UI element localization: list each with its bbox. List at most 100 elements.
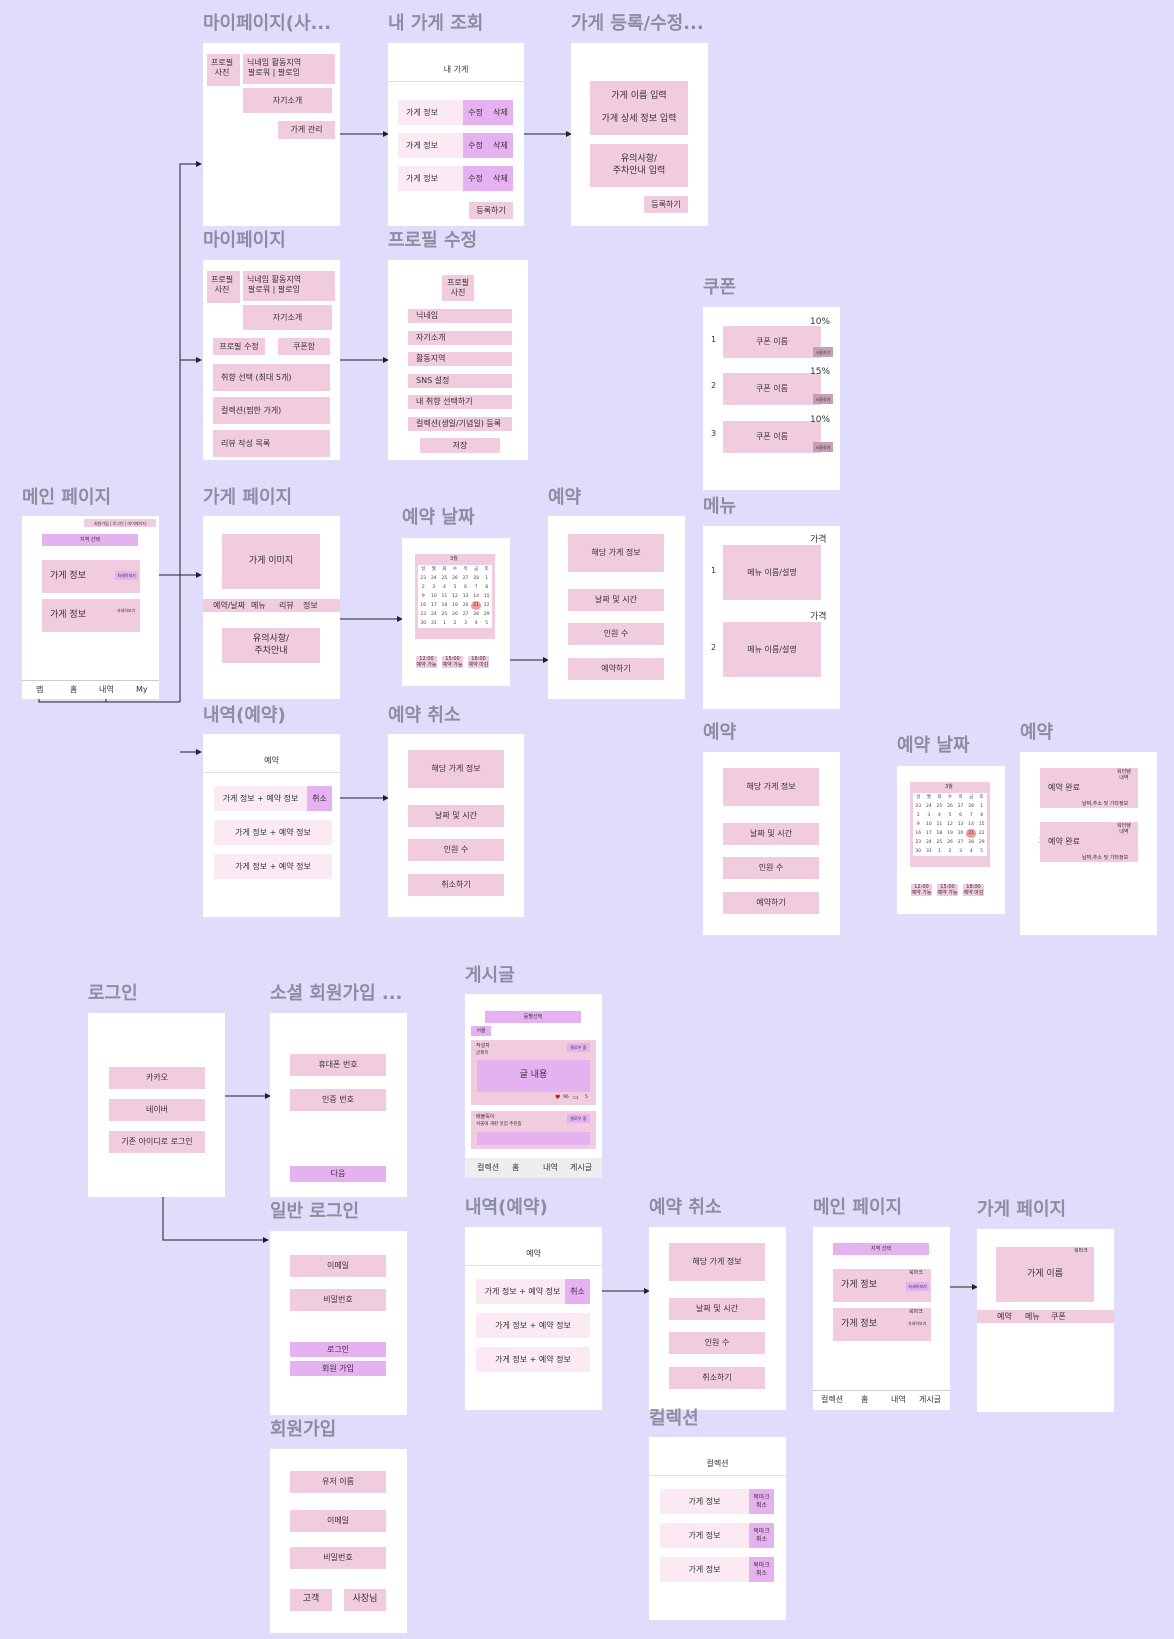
nickname-field[interactable]: 닉네임 xyxy=(408,309,512,323)
calendar-day[interactable]: 10 xyxy=(925,822,932,827)
nav-map[interactable]: 맵 xyxy=(36,685,44,694)
calendar-day[interactable]: 28 xyxy=(968,840,974,845)
tab-reserve-date[interactable]: 예약/날짜 xyxy=(213,601,246,610)
calendar-day[interactable]: 24 xyxy=(925,840,932,845)
profile-photo[interactable]: 프로필 사진 xyxy=(442,275,474,301)
register-button[interactable]: 등록하기 xyxy=(469,202,513,219)
calendar-day[interactable]: 12 xyxy=(452,594,458,599)
calendar-day[interactable]: 26 xyxy=(947,804,953,809)
calendar-day[interactable]: 26 xyxy=(452,612,458,617)
calendar-day[interactable]: 25 xyxy=(936,840,943,845)
calendar-day[interactable]: 2 xyxy=(916,813,920,818)
tab-menu[interactable]: 메뉴 xyxy=(1025,1312,1040,1321)
calendar-day[interactable]: 1 xyxy=(980,804,984,809)
calendar-day[interactable]: 2 xyxy=(948,849,952,854)
top-links[interactable]: 회원가입 | 로그인 | 마이페이지 xyxy=(84,519,156,527)
calendar-day[interactable]: 29 xyxy=(978,840,985,845)
calendar-day[interactable]: 18 xyxy=(936,831,943,836)
owner-button[interactable]: 사장님 xyxy=(344,1589,386,1611)
collection-row[interactable]: 가게 정보 xyxy=(660,1489,749,1514)
region-select[interactable]: 지역 선택 xyxy=(42,534,138,546)
calendar-day[interactable]: 20 xyxy=(957,831,964,836)
time-slot[interactable]: 18:00 예약 마감 xyxy=(468,656,489,668)
calendar-day[interactable]: 14 xyxy=(473,594,479,599)
nav-history[interactable]: 내역 xyxy=(891,1395,906,1404)
store-card[interactable]: 가게 정보 xyxy=(833,1269,931,1302)
calendar-day[interactable]: 31 xyxy=(430,621,437,626)
calendar-day[interactable]: 9 xyxy=(916,822,920,827)
calendar-day[interactable]: 13 xyxy=(462,594,469,599)
time-slot[interactable]: 15:00 예약 가능 xyxy=(937,884,958,896)
nav-collection[interactable]: 컬렉션 xyxy=(477,1163,500,1172)
reserve-side[interactable]: 워터탱 내역 xyxy=(1117,769,1131,782)
heart-icon[interactable]: ♥ xyxy=(555,1094,561,1101)
calendar-day[interactable]: 25 xyxy=(936,804,943,809)
calendar-day[interactable]: 1 xyxy=(442,621,446,626)
nav-home[interactable]: 홈 xyxy=(70,685,78,694)
reserve-button[interactable]: 예약하기 xyxy=(568,658,664,680)
comment-icon[interactable]: ▭ xyxy=(573,1094,579,1101)
calendar-day[interactable]: 12 xyxy=(947,822,953,827)
coupon-box-button[interactable]: 쿠폰함 xyxy=(278,338,330,355)
calendar-day[interactable]: 2 xyxy=(421,585,425,590)
people-field[interactable]: 인원 수 xyxy=(723,857,819,879)
save-button[interactable]: 저장 xyxy=(420,438,500,453)
coupon-use-button[interactable]: 사용하기 xyxy=(813,442,833,452)
calendar-day[interactable]: 27 xyxy=(462,612,469,617)
menu-item[interactable]: 메뉴 이름/설명 xyxy=(723,622,821,677)
password-field[interactable]: 비밀번호 xyxy=(290,1289,386,1311)
login-button[interactable]: 로그인 xyxy=(290,1342,386,1357)
time-slot[interactable]: 12:00 예약 가능 xyxy=(911,884,932,896)
delete-button[interactable]: 삭제 xyxy=(488,100,513,125)
store-name-detail-input[interactable]: 가게 이름 입력 가게 상세 정보 입력 xyxy=(590,81,688,135)
calendar-day[interactable]: 24 xyxy=(925,804,932,809)
cancel-confirm-button[interactable]: 취소하기 xyxy=(669,1367,765,1389)
reserve-side[interactable]: 워터탱 내역 xyxy=(1117,823,1131,836)
calendar-day[interactable]: 3 xyxy=(927,813,931,818)
calendar-day[interactable]: 19 xyxy=(947,831,953,836)
delete-button[interactable]: 삭제 xyxy=(488,133,513,158)
reviews-button[interactable]: 리뷰 작성 목록 xyxy=(213,430,330,457)
calendar-day[interactable]: 1 xyxy=(937,849,941,854)
calendar-day[interactable]: 18 xyxy=(441,603,448,608)
follow-button[interactable]: 팔로우 중 xyxy=(567,1043,590,1052)
kakao-login-button[interactable]: 카카오 xyxy=(109,1067,205,1089)
calendar-day[interactable]: 23 xyxy=(420,576,427,581)
nav-home[interactable]: 홈 xyxy=(512,1163,520,1172)
nav-home[interactable]: 홈 xyxy=(861,1395,869,1404)
id-login-button[interactable]: 기존 아이디로 로그인 xyxy=(109,1131,205,1153)
calendar-day[interactable]: 2 xyxy=(453,621,457,626)
detail-view-link[interactable]: 자세히보기 xyxy=(908,1321,927,1326)
store-manage-button[interactable]: 가게 관리 xyxy=(278,121,335,139)
menu-item[interactable]: 메뉴 이름/설명 xyxy=(723,545,821,600)
detail-view-link[interactable]: 자세히보기 xyxy=(117,608,136,613)
calendar-day[interactable]: 15 xyxy=(483,594,490,599)
delete-button[interactable]: 삭제 xyxy=(488,166,513,191)
coupon-use-button[interactable]: 사용하기 xyxy=(813,347,833,357)
calendar-day[interactable]: 5 xyxy=(948,813,952,818)
bookmark-link[interactable]: 북마크 xyxy=(909,1270,923,1276)
tab-coupon[interactable]: 쿠폰 xyxy=(1051,1312,1066,1321)
datetime-field[interactable]: 날짜 및 시간 xyxy=(723,823,819,845)
nav-history[interactable]: 내역 xyxy=(543,1163,558,1172)
calendar-day[interactable]: 1 xyxy=(485,576,489,581)
collection-button[interactable]: 컬렉션(찜한 가게) xyxy=(213,397,330,424)
calendar-day[interactable]: 4 xyxy=(474,621,478,626)
calendar-day[interactable]: 5 xyxy=(485,621,489,626)
calendar-day[interactable]: 6 xyxy=(959,813,962,818)
nav-my[interactable]: My xyxy=(136,685,148,694)
bookmark-button[interactable]: 북마크 xyxy=(1074,1248,1088,1254)
collection-row[interactable]: 가게 정보 xyxy=(660,1523,749,1548)
edit-button[interactable]: 수정 xyxy=(463,100,488,125)
edit-button[interactable]: 수정 xyxy=(463,133,488,158)
calendar-day[interactable]: 3 xyxy=(432,585,436,590)
collection-row[interactable]: 가게 정보 xyxy=(660,1557,749,1582)
phone-field[interactable]: 휴대폰 번호 xyxy=(290,1054,386,1076)
store-card[interactable]: 가게 정보 xyxy=(833,1308,931,1341)
calendar-day[interactable]: 4 xyxy=(937,813,941,818)
calendar-day[interactable]: 21 xyxy=(965,829,977,838)
calendar-day[interactable]: 21 xyxy=(470,601,482,610)
coupon-use-button[interactable]: 사용하기 xyxy=(813,394,833,404)
code-field[interactable]: 인증 번호 xyxy=(290,1089,386,1111)
